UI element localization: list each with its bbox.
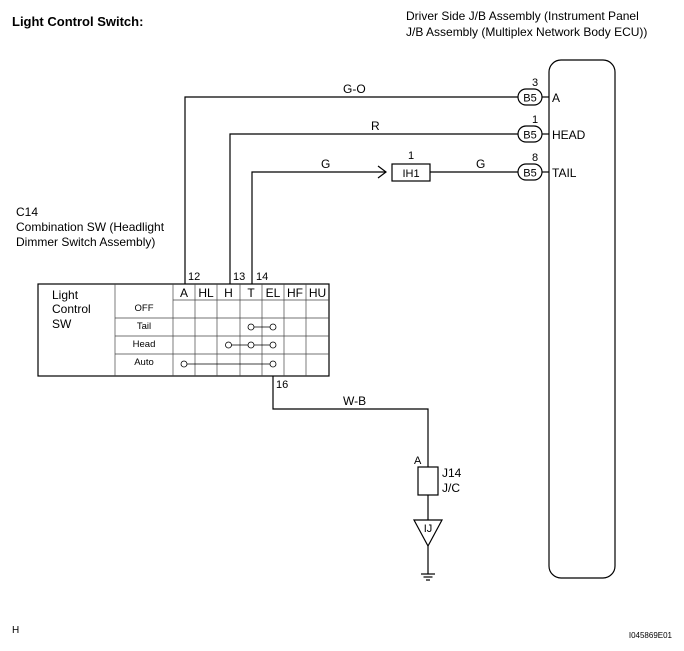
footer-left: H (12, 625, 19, 636)
wire-g-o (184, 96, 518, 284)
wire-label-r: R (371, 119, 380, 133)
switch-code: C14 (16, 205, 38, 219)
switch-name-line2: Dimmer Switch Assembly) (16, 235, 155, 249)
terminal-a: A (180, 286, 188, 300)
svg-text:J/C: J/C (442, 481, 460, 495)
svg-text:1: 1 (408, 150, 414, 162)
svg-text:IJ: IJ (424, 523, 433, 535)
junction-connector-j14: A J14 J/C (414, 455, 462, 496)
svg-text:B5: B5 (523, 93, 536, 105)
svg-text:8: 8 (532, 152, 538, 164)
diagram-title: Light Control Switch: (12, 14, 143, 29)
continuity-auto (180, 360, 277, 368)
continuity-tail (247, 323, 277, 331)
svg-text:A: A (552, 91, 560, 105)
terminal-t: T (247, 286, 255, 300)
wire-label-w-b: W-B (343, 394, 366, 408)
switch-label-line1: Light (52, 288, 79, 302)
svg-text:B5: B5 (523, 130, 536, 142)
connector-b5-pin3: B5 3 A (517, 77, 560, 106)
switch-table (37, 283, 330, 377)
continuity-head (225, 341, 277, 349)
ecu-name-line1: Driver Side J/B Assembly (Instrument Pan… (406, 9, 639, 23)
pin-number-14: 14 (256, 271, 268, 283)
ground-point-ij: IJ (412, 519, 444, 548)
switch-label-line2: Control (52, 302, 91, 316)
terminal-el: EL (266, 286, 281, 300)
svg-text:1: 1 (532, 114, 538, 126)
wire-label-g-o: G-O (343, 82, 366, 96)
wire-g-to-ih1 (251, 171, 386, 284)
svg-text:A: A (414, 455, 422, 467)
terminal-h: H (224, 286, 233, 300)
terminal-headers: A HL H T EL HF HU (180, 286, 326, 300)
figure-id: I045869E01 (629, 631, 673, 640)
terminal-hl: HL (198, 286, 214, 300)
switch-positions: OFF Tail Head Auto (133, 303, 156, 368)
position-auto: Auto (134, 357, 154, 368)
wire-label-g-right: G (476, 157, 485, 171)
inline-connector-ih1: IH1 1 (377, 150, 431, 182)
connector-b5-pin8: B5 8 TAIL (517, 152, 577, 181)
position-tail: Tail (137, 321, 151, 332)
svg-text:B5: B5 (523, 168, 536, 180)
wire-w-b (272, 376, 429, 467)
pin-number-13: 13 (233, 271, 245, 283)
connector-b5-pin1: B5 1 HEAD (517, 114, 586, 143)
position-off: OFF (135, 303, 154, 314)
ground-symbol (421, 573, 435, 581)
pin-number-12: 12 (188, 271, 200, 283)
svg-text:3: 3 (532, 77, 538, 89)
terminal-hu: HU (309, 286, 326, 300)
switch-name-line1: Combination SW (Headlight (16, 220, 165, 234)
ecu-body (548, 59, 616, 579)
wire-r (229, 133, 518, 284)
position-head: Head (133, 339, 156, 350)
ecu-name-line2: J/B Assembly (Multiplex Network Body ECU… (406, 25, 647, 39)
terminal-hf: HF (287, 286, 303, 300)
wire-label-g-left: G (321, 157, 330, 171)
pin-number-16: 16 (276, 379, 288, 391)
svg-text:J14: J14 (442, 466, 462, 480)
svg-text:IH1: IH1 (402, 168, 419, 180)
svg-text:HEAD: HEAD (552, 128, 586, 142)
svg-text:TAIL: TAIL (552, 166, 577, 180)
switch-label-line3: SW (52, 317, 72, 331)
